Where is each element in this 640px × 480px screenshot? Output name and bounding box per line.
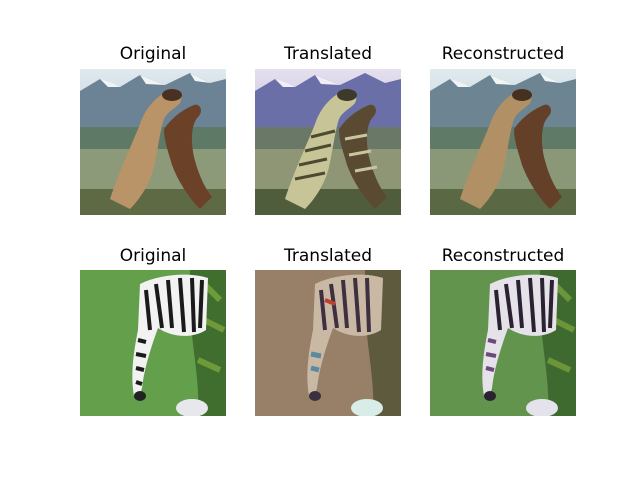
zebra-translated-picture — [255, 270, 401, 416]
horse-reconstructed-image — [430, 69, 576, 215]
zebra-original-image — [80, 270, 226, 416]
zebra-reconstructed-image — [430, 270, 576, 416]
panel-title-row1-original: Original — [119, 44, 187, 64]
horse-original-image — [80, 69, 226, 215]
horse-reconstructed-picture — [430, 69, 576, 215]
panel-title-row2-original: Original — [119, 246, 187, 266]
horse-original-picture — [80, 69, 226, 215]
zebra-reconstructed-picture — [430, 270, 576, 416]
panel-title-row1-reconstructed: Reconstructed — [441, 44, 565, 64]
horse-translated-picture — [255, 69, 401, 215]
zebra-original-picture — [80, 270, 226, 416]
horse-translated-image — [255, 69, 401, 215]
panel-title-row2-translated: Translated — [284, 246, 372, 266]
panel-title-row2-reconstructed: Reconstructed — [441, 246, 565, 266]
panel-title-row1-translated: Translated — [284, 44, 372, 64]
zebra-translated-image — [255, 270, 401, 416]
